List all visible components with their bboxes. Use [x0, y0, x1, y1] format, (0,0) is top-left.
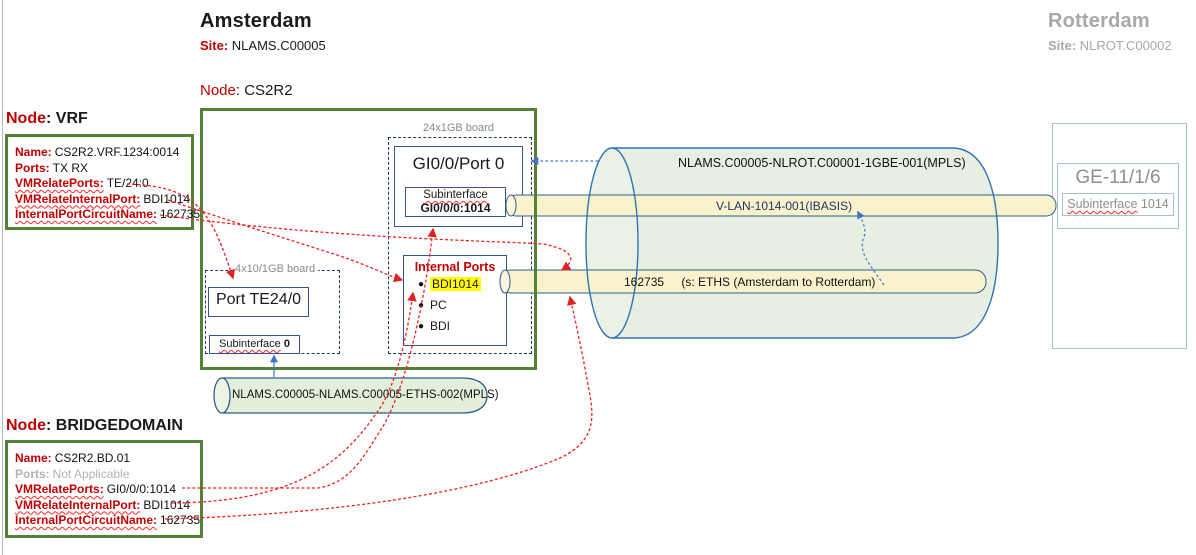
mpls-cylinder-outline — [585, 147, 999, 339]
gi-port-label: GI0/0/Port 0 — [412, 154, 505, 173]
ge-subinterface-box: Subinterface 1014 — [1062, 193, 1174, 216]
bd-row-internalport: VMRelateInternalPort:BDI1014 — [15, 497, 191, 512]
vrf-row-circuit: InternalPortCircuitName:162735 — [15, 207, 201, 221]
mpls-main-label: NLAMS.C00005-NLROT.C00001-1GBE-001(MPLS) — [678, 156, 966, 170]
board-24x1gb-label: 24x1GB board — [420, 122, 497, 134]
gi-subinterface-value: GI0/0/0:1014 — [420, 201, 491, 215]
node-cs2r2-label: Node — [200, 82, 236, 99]
vrf-info: Name:CS2R2.VRF.1234:0014 Ports:TX RX VMR… — [8, 137, 201, 223]
node-bd-header: Node: BRIDGEDOMAIN — [6, 417, 183, 434]
ge-subinterface-value: 1014 — [1140, 197, 1169, 211]
rotterdam-site: Site: NLROT.C00002 — [1048, 38, 1172, 53]
amsterdam-site: Site: NLAMS.C00005 — [200, 38, 326, 53]
mpls-cylinder — [586, 148, 998, 338]
node-vrf-header: Node: VRF — [6, 110, 88, 127]
page-edge-line — [2, 0, 3, 555]
gi-subinterface-box: Subinterface GI0/0/0:1014 — [405, 187, 506, 217]
node-vrf-label: Node — [6, 110, 46, 127]
rotterdam-site-value: NLROT.C00002 — [1079, 38, 1172, 53]
bd-row-name: Name:CS2R2.BD.01 — [15, 451, 131, 465]
amsterdam-title: Amsterdam — [200, 10, 312, 32]
vrf-row-ports: Ports:TX RX — [15, 160, 89, 175]
gi-subinterface-label: Subinterface — [423, 189, 488, 201]
ge-subinterface-label: Subinterface — [1067, 197, 1138, 211]
vrf-box: Name:CS2R2.VRF.1234:0014 Ports:TX RX VMR… — [5, 134, 201, 230]
bd-row-ports: Ports:Not Applicable — [15, 466, 130, 481]
bridgedomain-box: Name:CS2R2.BD.01 Ports:Not Applicable VM… — [5, 440, 203, 538]
node-cs2r2-name: CS2R2 — [244, 82, 293, 99]
bd-row-relateports: VMRelatePorts:GI0/0/0:1014 — [15, 482, 177, 496]
rotterdam-site-label: Site: — [1048, 38, 1077, 53]
node-vrf-name: VRF — [55, 110, 88, 127]
circuit-label: 162735 (s: ETHS (Amsterdam to Rotterdam) — [624, 275, 875, 289]
node-bd-label: Node — [6, 417, 46, 434]
rotterdam-title: Rotterdam — [1048, 10, 1150, 32]
bd-row-circuit: InternalPortCircuitName:162735 — [15, 513, 201, 527]
ge-port-label: GE-11/1/6 — [1075, 167, 1161, 188]
amsterdam-site-label: Site: — [200, 38, 229, 53]
rotterdam-node-box — [1052, 123, 1187, 349]
node-bd-name: BRIDGEDOMAIN — [55, 417, 183, 434]
circuit-desc: (s: ETHS (Amsterdam to Rotterdam) — [681, 275, 876, 289]
circuit-id: 162735 — [624, 275, 665, 289]
node-cs2r2-header: Node: CS2R2 — [200, 82, 293, 99]
amsterdam-site-value: NLAMS.C00005 — [231, 38, 326, 53]
vrf-row-name: Name:CS2R2.VRF.1234:0014 — [15, 145, 180, 159]
cs2r2-node-box — [200, 108, 537, 370]
mpls-eths-label: NLAMS.C00005-NLAMS.C00005-ETHS-002(MPLS) — [232, 389, 499, 401]
vrf-row-relateports: VMRelatePorts:TE/24:0 — [15, 176, 149, 190]
vlan-label: V-LAN-1014-001(IBASIS) — [716, 199, 853, 213]
bridgedomain-info: Name:CS2R2.BD.01 Ports:Not Applicable VM… — [8, 443, 200, 529]
vrf-row-internalport: VMRelateInternalPort:BDI1014 — [15, 191, 191, 206]
